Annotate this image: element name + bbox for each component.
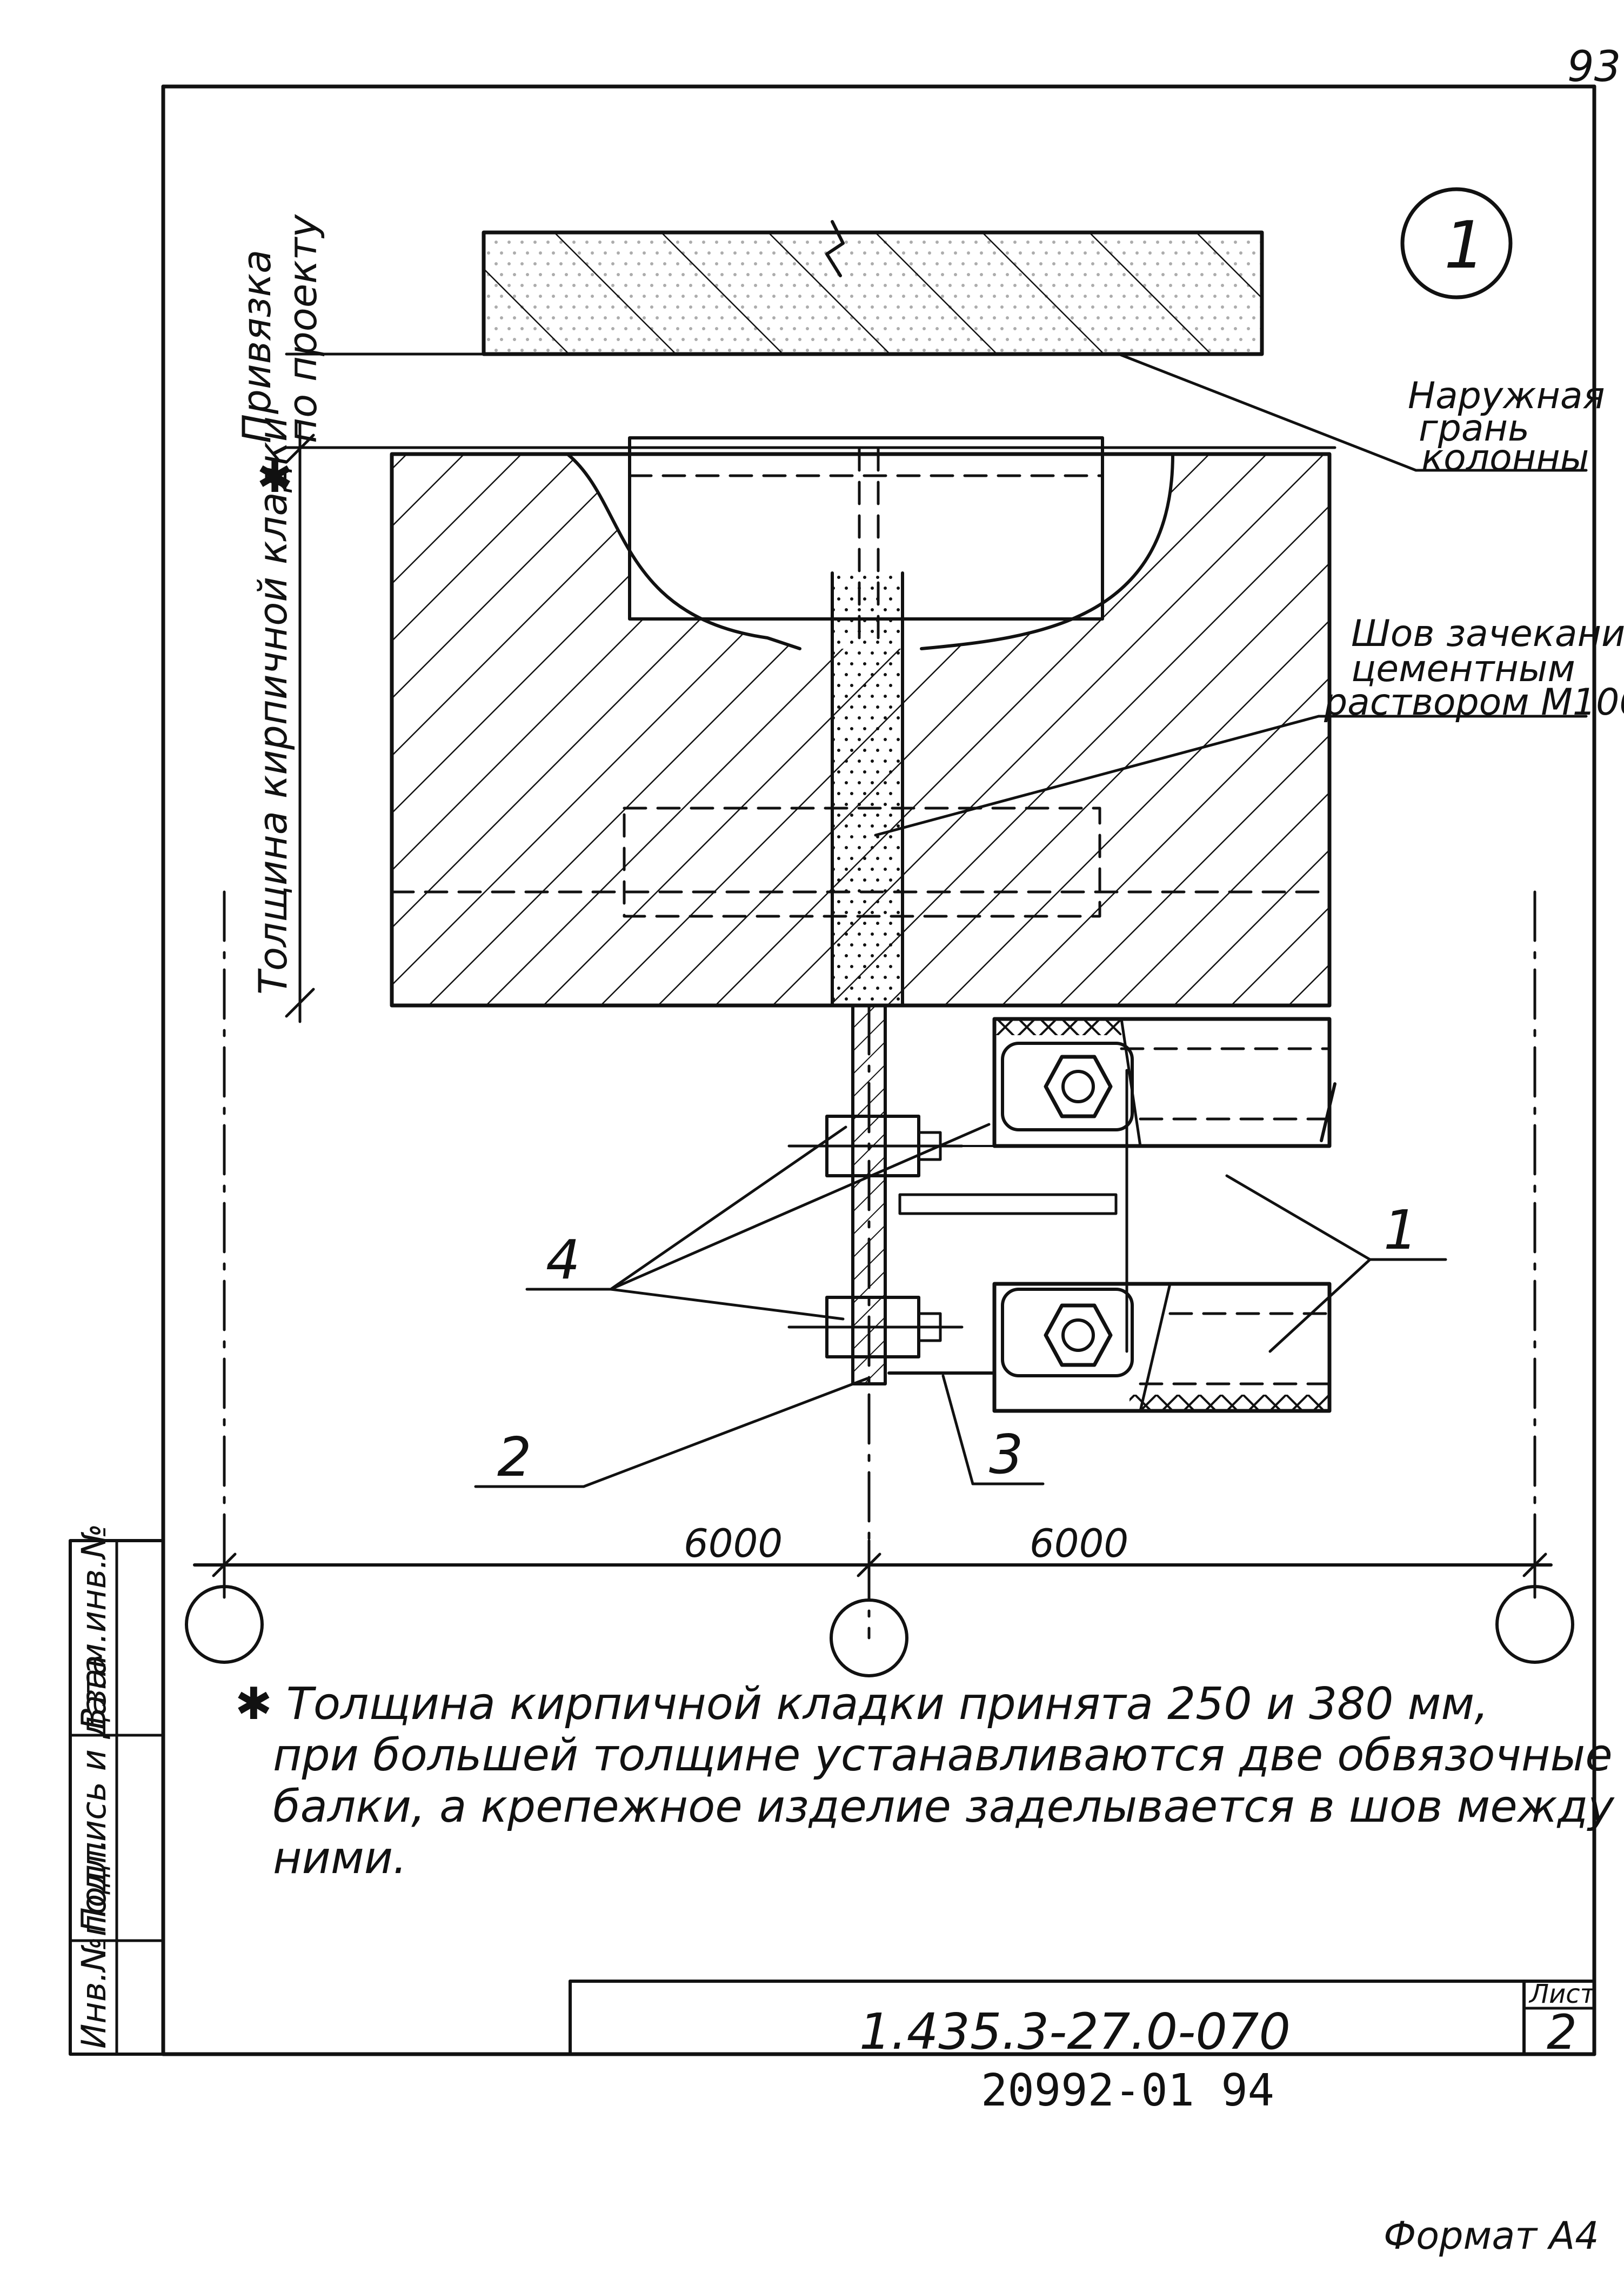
lower-channel-beam: [887, 1282, 1332, 1413]
page-number: 93: [1567, 43, 1621, 91]
callout-4: 4: [525, 1123, 991, 1321]
outer-face-label-3: колонны: [1421, 437, 1589, 479]
sheet-number: 2: [1547, 2004, 1577, 2060]
thickness-dimension: [285, 420, 315, 1023]
outer-face-label-1: Наружная: [1408, 375, 1605, 417]
callout-2: 2: [474, 1377, 869, 1489]
side-stamp: [69, 1539, 165, 2056]
binding-label-2: по проекту: [280, 214, 325, 443]
upper-channel-beam: [992, 1017, 1332, 1148]
detail-mark: 1: [1400, 187, 1513, 299]
callout-3: 3: [941, 1374, 1045, 1486]
format-label: Формат А4: [1384, 2214, 1599, 2258]
concrete-column: [482, 220, 1264, 356]
note-line-1: ✱ Толщина кирпичной кладки принята 250 и…: [235, 1678, 1488, 1730]
svg-text:3: 3: [989, 1423, 1024, 1486]
stamp-inv-no: Инв.№подл.: [74, 1839, 113, 2049]
dimension-left: 6000: [684, 1521, 783, 1566]
outer-face-label-2: грань: [1419, 407, 1529, 450]
archive-number: 20992-01 94: [981, 2065, 1274, 2116]
spacer-bar: [898, 1193, 1118, 1215]
svg-text:4: 4: [546, 1228, 580, 1291]
lower-bolt-connection: [787, 1296, 964, 1358]
dimension-right: 6000: [1030, 1521, 1128, 1566]
axis-bubble-left: [185, 1585, 264, 1664]
note-line-4: ними.: [273, 1833, 407, 1884]
seam-label-3: раствором М100: [1324, 681, 1624, 724]
svg-text:1: 1: [1384, 1198, 1418, 1262]
seam-label-2: цементным: [1351, 648, 1575, 690]
svg-text:2: 2: [497, 1425, 532, 1489]
stamp-signature-date: Подпись и дата: [74, 1655, 113, 1933]
axis-bubble-center: [830, 1598, 908, 1677]
asterisk-mark: ✱: [257, 452, 293, 502]
mortar-seam: [831, 447, 904, 1007]
seam-label-1: Шов зачеканить: [1351, 612, 1624, 655]
stamp-replace-inv: Взам.инв.№: [74, 1523, 113, 1730]
svg-text:1: 1: [1444, 208, 1485, 283]
sheet-label: Лист: [1528, 1979, 1596, 2009]
binding-label-1: Привязка: [234, 250, 279, 443]
note-line-3: балки, а крепежное изделие заделывается …: [273, 1781, 1615, 1833]
drawing-code: 1.435.3-27.0-070: [859, 2003, 1291, 2061]
callout-1: 1: [1225, 1082, 1447, 1353]
axis-bubble-right: [1495, 1585, 1574, 1664]
axis-dimension: [193, 1539, 1553, 1599]
title-block: [569, 1980, 1596, 2056]
thickness-label: Толщина кирпичной кладки: [250, 416, 296, 995]
note-line-2: при большей толщине устанавливаются две …: [273, 1730, 1613, 1781]
